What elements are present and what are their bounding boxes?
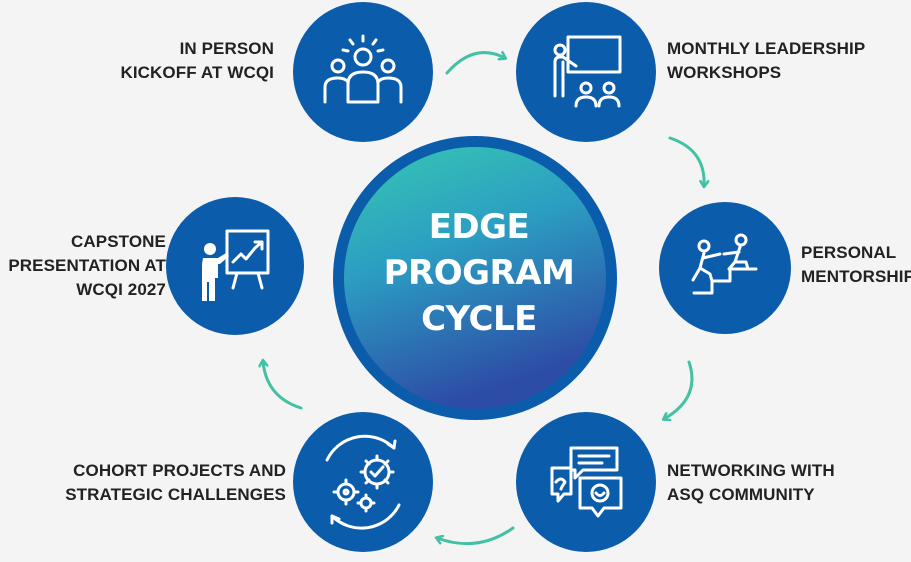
step-label-capstone: CAPSTONE PRESENTATION AT WCQI 2027 xyxy=(8,230,166,302)
cycle-arrows xyxy=(263,53,704,546)
step-label-workshops-line-2: WORKSHOPS xyxy=(667,63,782,82)
chat-bubbles-icon xyxy=(550,446,623,518)
center-title-line-2: PROGRAM xyxy=(383,253,575,293)
step-label-capstone-line-1: CAPSTONE xyxy=(71,232,166,251)
step-label-projects-line-1: COHORT PROJECTS AND xyxy=(73,461,286,480)
step-node-kickoff xyxy=(293,2,433,142)
step-label-workshops-line-1: MONTHLY LEADERSHIP xyxy=(667,39,866,58)
step-node-networking xyxy=(516,412,656,552)
arrow-kickoff-to-workshops xyxy=(445,53,505,75)
step-label-networking-line-2: ASQ COMMUNITY xyxy=(667,485,815,504)
center-title-line-1: EDGE xyxy=(428,207,530,247)
step-node-capstone xyxy=(166,197,304,335)
step-label-projects: COHORT PROJECTS AND STRATEGIC CHALLENGES xyxy=(65,459,286,507)
step-label-networking-line-1: NETWORKING WITH xyxy=(667,461,835,480)
presenter-board-icon xyxy=(553,35,622,108)
center-hub xyxy=(333,136,617,420)
people-ideas-icon xyxy=(323,34,403,104)
step-label-mentorship-line-1: PERSONAL xyxy=(801,243,897,262)
center-title-line-3: CYCLE xyxy=(421,299,537,339)
arrow-workshops-to-mentorship xyxy=(668,136,704,186)
step-label-kickoff-line-1: IN PERSON xyxy=(179,39,274,58)
mentor-climb-icon xyxy=(691,233,758,295)
step-label-workshops: MONTHLY LEADERSHIP WORKSHOPS xyxy=(667,37,865,85)
step-label-mentorship: PERSONAL MENTORSHIP xyxy=(801,241,911,289)
step-label-kickoff-line-2: KICKOFF AT WCQI xyxy=(120,63,274,82)
step-node-workshops xyxy=(516,2,656,142)
arrow-mentorship-to-networking xyxy=(664,360,694,419)
step-node-mentorship xyxy=(659,202,791,334)
gears-cycle-icon xyxy=(325,434,401,530)
step-label-capstone-line-3: WCQI 2027 xyxy=(76,280,166,299)
step-label-mentorship-line-2: MENTORSHIP xyxy=(801,267,911,286)
arrow-projects-to-capstone xyxy=(263,361,303,410)
step-label-projects-line-2: STRATEGIC CHALLENGES xyxy=(65,485,286,504)
arrow-networking-to-projects xyxy=(437,526,515,546)
step-label-capstone-line-2: PRESENTATION AT xyxy=(8,256,166,275)
step-label-kickoff: IN PERSON KICKOFF AT WCQI xyxy=(120,37,274,85)
center-title: EDGE PROGRAM CYCLE xyxy=(351,204,607,342)
step-node-projects xyxy=(293,412,433,552)
chart-presentation-icon xyxy=(202,229,270,301)
step-label-networking: NETWORKING WITH ASQ COMMUNITY xyxy=(667,459,835,507)
